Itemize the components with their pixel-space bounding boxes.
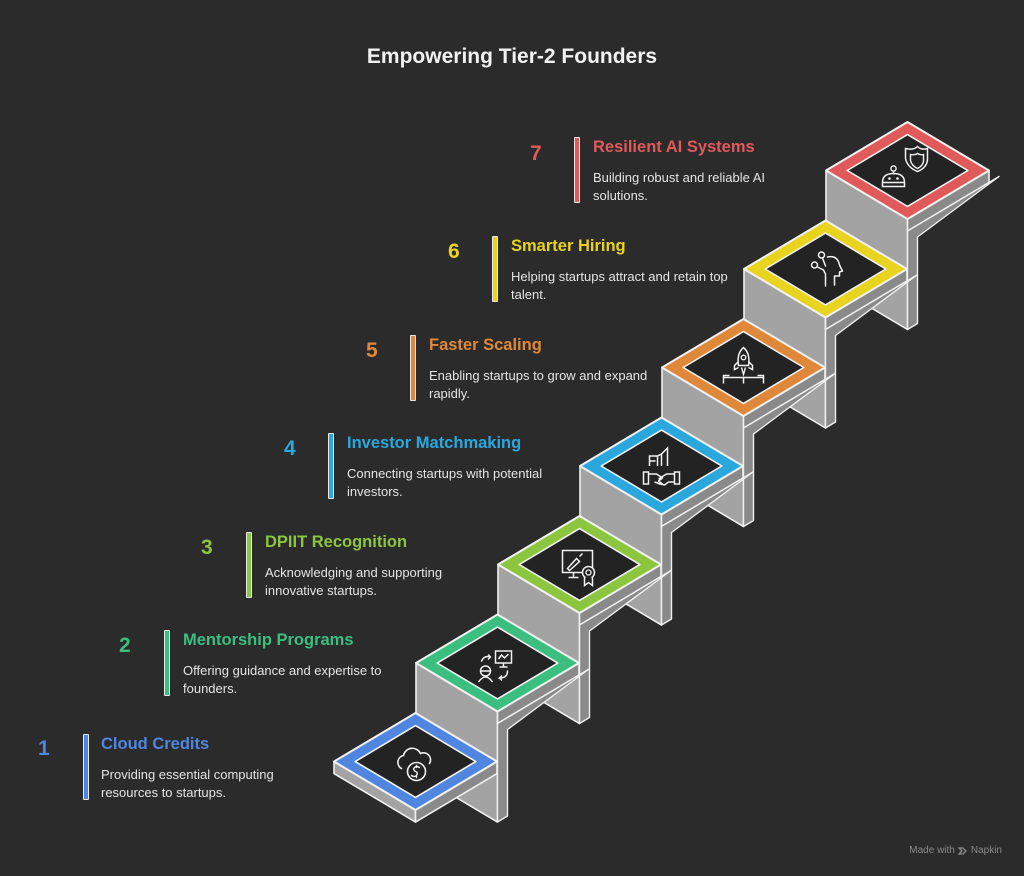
step-description: Enabling startups to grow and expand rap… [429, 368, 648, 401]
step-number: 5 [366, 339, 378, 362]
step-title: Faster Scaling [429, 336, 542, 354]
step-description: Building robust and reliable AI solution… [593, 170, 766, 203]
robot-shield-icon [881, 145, 929, 188]
step-title: Cloud Credits [101, 735, 210, 753]
made-with-napkin-footer: Made with Napkin [909, 845, 1002, 856]
step-accent-bar [83, 734, 89, 800]
step-description: Providing essential computing resources … [101, 767, 274, 800]
step-title: Investor Matchmaking [347, 434, 522, 452]
cloud-dollar-icon [397, 747, 432, 782]
step-number: 2 [119, 634, 131, 657]
step-title: Resilient AI Systems [593, 138, 755, 156]
step-accent-bar [164, 630, 170, 696]
step-number: 7 [530, 142, 542, 165]
diagram-title: Empowering Tier-2 Founders [366, 45, 658, 68]
step-number: 1 [38, 737, 50, 760]
step-number: 4 [284, 437, 296, 460]
step-accent-bar [574, 137, 580, 203]
napkin-logo-icon [957, 846, 967, 855]
step-accent-bar [328, 433, 334, 499]
mentor-presentation-icon [477, 650, 513, 683]
step-description: Connecting startups with potential inves… [347, 466, 543, 499]
talent-head-icon [810, 251, 844, 287]
step-accent-bar [410, 335, 416, 401]
step-description: Offering guidance and expertise to found… [183, 663, 382, 696]
step-title: Smarter Hiring [511, 237, 626, 255]
made-with-text: Made with [909, 845, 955, 856]
step-accent-bar [246, 532, 252, 598]
handshake-buildings-icon [642, 446, 681, 486]
certificate-monitor-icon [561, 549, 596, 587]
step-number: 6 [448, 240, 460, 263]
step-1-block [333, 712, 498, 823]
rocket-launch-icon [722, 346, 765, 384]
napkin-brand-text: Napkin [970, 845, 1002, 856]
step-title: Mentorship Programs [183, 631, 354, 649]
step-description: Helping startups attract and retain top … [511, 269, 728, 302]
step-accent-bar [492, 236, 498, 302]
step-number: 3 [201, 536, 213, 559]
step-description: Acknowledging and supporting innovative … [265, 565, 443, 598]
step-title: DPIIT Recognition [265, 533, 408, 551]
